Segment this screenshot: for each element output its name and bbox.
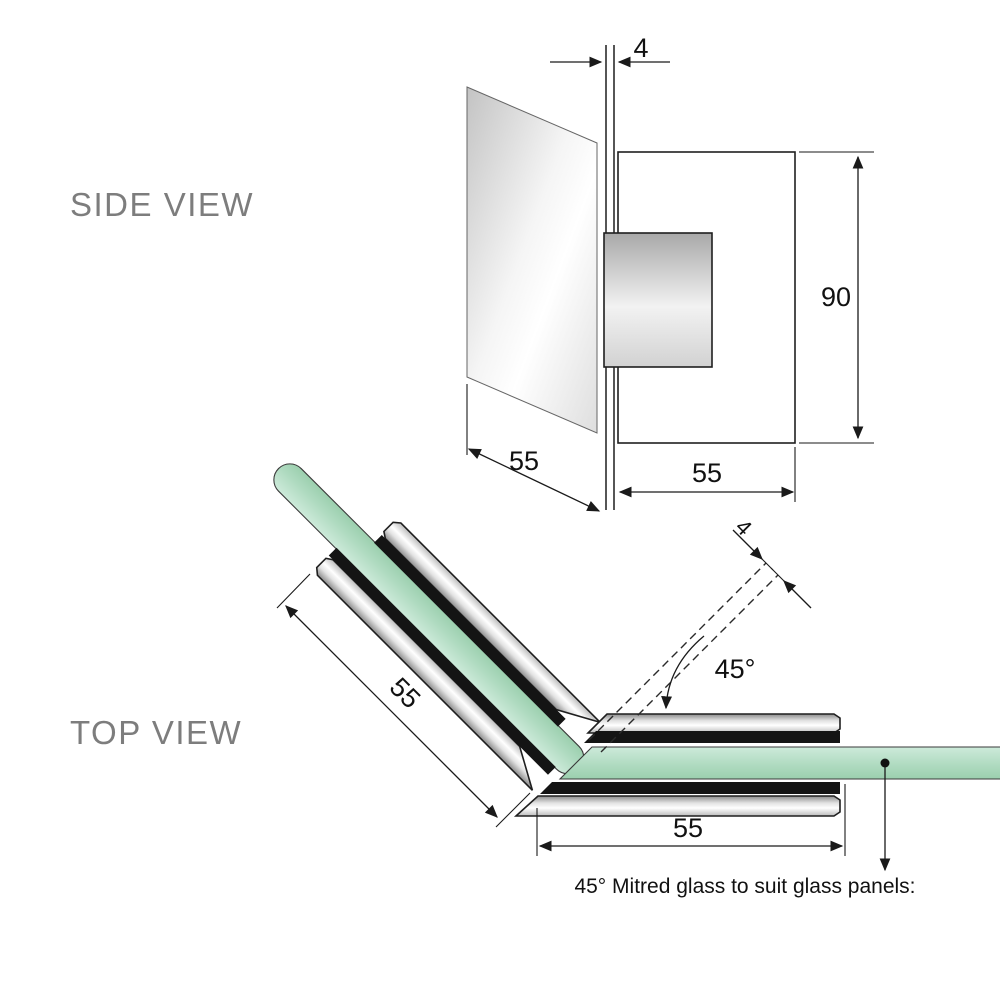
dim-panel-55: 55 — [466, 384, 601, 512]
mitred-glass-note: 45° Mitred glass to suit glass panels: — [574, 875, 915, 898]
dim-mitre-gap-4: 4 — [731, 514, 812, 609]
dimension-arrow — [732, 529, 763, 560]
horizontal-gasket-top — [584, 731, 840, 743]
extension-tick — [770, 567, 786, 583]
pointer-dot — [880, 758, 890, 768]
angle-arc-arrow — [661, 635, 705, 710]
horizontal-clamp-plate-bottom — [513, 795, 841, 817]
dim-gap-value: 4 — [633, 33, 648, 63]
note-pointer — [879, 758, 891, 872]
side-view: SIDE VIEW 4 90 55 — [70, 33, 874, 512]
dim-height-value: 90 — [821, 282, 851, 312]
diagonal-glass-panel — [273, 463, 585, 775]
extension-line — [495, 792, 531, 828]
dim-horizontal-value: 55 — [673, 813, 703, 843]
dim-height-90: 90 — [799, 151, 874, 444]
dim-panel-width-value: 55 — [509, 446, 539, 476]
dim-mitre-gap-value: 4 — [731, 514, 757, 540]
dimension-arrow — [783, 580, 812, 609]
mitre-dashed-line-2 — [600, 574, 779, 753]
diagonal-clamp-assembly — [273, 463, 601, 791]
dim-angle-value: 45° — [715, 654, 756, 684]
mitre-dashed-line-1 — [588, 562, 767, 741]
dimension-line — [285, 605, 498, 818]
dim-plate-55: 55 — [618, 447, 796, 502]
horizontal-glass-panel — [558, 746, 1000, 780]
dim-horizontal-55: 55 — [536, 784, 846, 856]
dim-angle-45: 45° — [661, 635, 756, 710]
top-view: TOP VIEW 4 45° — [70, 463, 1000, 898]
horizontal-clamp-plate-top — [586, 713, 841, 734]
side-view-glass-panel — [466, 86, 598, 434]
dim-plate-width-value: 55 — [692, 458, 722, 488]
side-view-label: SIDE VIEW — [70, 186, 254, 223]
dim-gap-4: 4 — [550, 33, 670, 68]
top-view-label: TOP VIEW — [70, 714, 242, 751]
dimension-line — [467, 448, 601, 512]
hinge-knuckle — [603, 232, 713, 368]
horizontal-gasket-bottom — [540, 782, 840, 794]
extension-line — [276, 573, 311, 609]
